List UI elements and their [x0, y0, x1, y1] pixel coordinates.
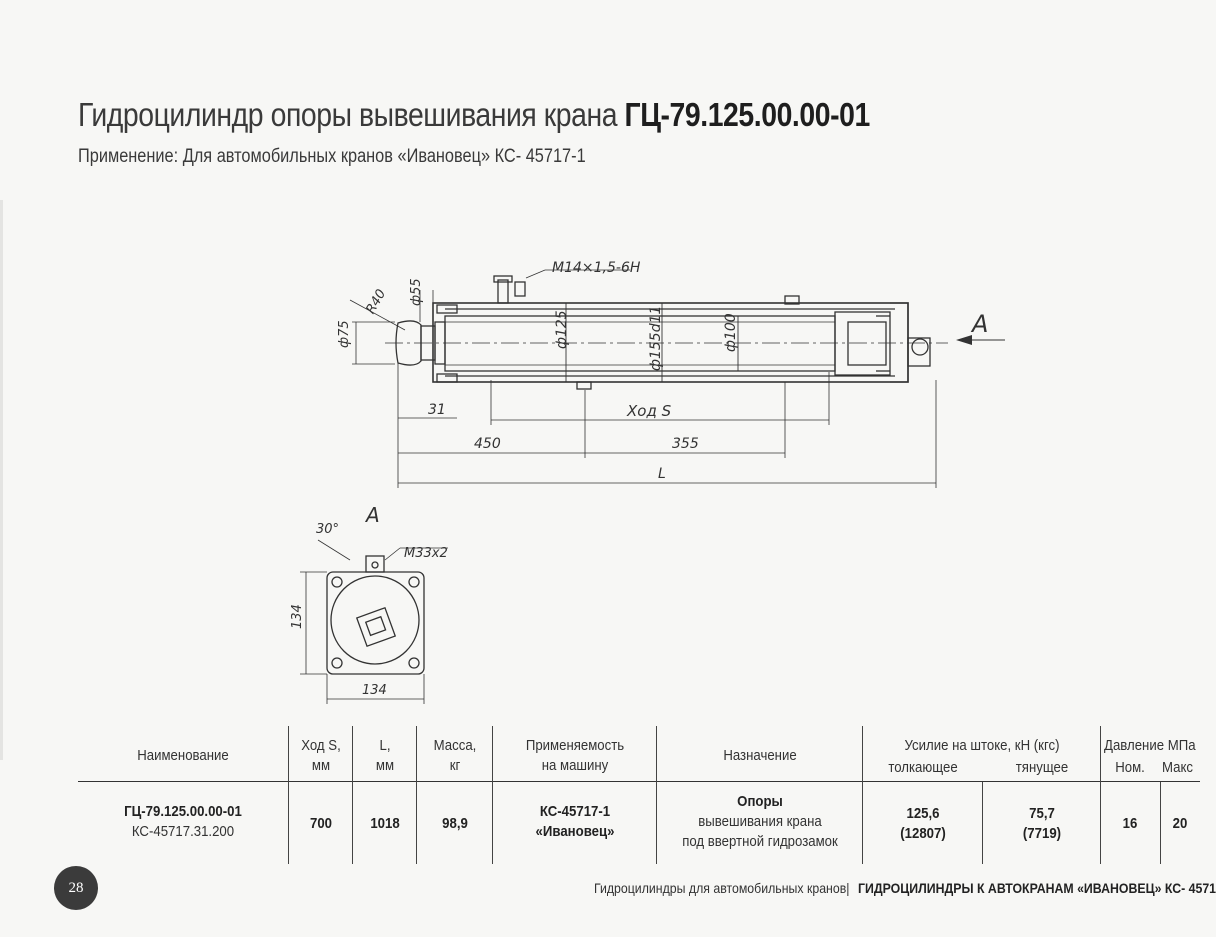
header-machine: Применяемость на машину	[525, 737, 625, 774]
diameter-155-label: ф155d11	[648, 306, 664, 371]
cell-mass: 98,9	[442, 815, 468, 832]
dim-450: 450	[474, 436, 501, 452]
col-divider	[416, 726, 417, 864]
length-label: L	[658, 466, 666, 482]
header-pull: тянущее	[1015, 759, 1069, 776]
page-subtitle: Применение: Для автомобильных кранов «Ив…	[78, 146, 586, 167]
cell-name: ГЦ-79.125.00.00-01 КС-45717.31.200	[124, 803, 242, 840]
cell-length: 1018	[370, 815, 400, 832]
title-code: ГЦ-79.125.00.00-01	[624, 96, 871, 133]
dim-31: 31	[428, 402, 446, 418]
header-force: Усилие на штоке, кН (кгс)	[904, 737, 1060, 754]
header-stroke: Ход S, мм	[301, 737, 341, 774]
col-divider	[1160, 782, 1161, 864]
page-edge-shadow	[0, 200, 3, 760]
header-mass: Масса, кг	[433, 737, 477, 774]
cell-stroke: 700	[309, 815, 333, 832]
diameter-100-label: ф100	[723, 313, 739, 352]
dim-355: 355	[672, 436, 699, 452]
header-pressure-nom: Ном.	[1115, 759, 1145, 776]
col-divider	[352, 726, 353, 864]
view-title: A	[364, 503, 380, 527]
footer-chapter: ГИДРОЦИЛИНДРЫ К АВТОКРАНАМ «ИВАНОВЕЦ» КС…	[858, 880, 1216, 896]
col-divider	[288, 726, 289, 864]
header-pressure: Давление МПа	[1104, 737, 1196, 754]
header-name: Наименование	[137, 747, 229, 764]
header-push: толкающее	[888, 759, 958, 776]
cell-purpose: Опоры вывешивания крана под ввертной гид…	[682, 793, 838, 850]
col-divider	[656, 726, 657, 864]
stroke-label: Ход S	[626, 402, 672, 420]
col-divider	[1100, 726, 1101, 864]
thread-port-label: М14×1,5-6Н	[552, 260, 641, 276]
col-divider	[982, 782, 983, 864]
header-pressure-max: Макс	[1162, 759, 1194, 776]
col-divider	[862, 726, 863, 864]
flange-height-label: 134	[290, 604, 305, 629]
col-divider	[492, 726, 493, 864]
footer-section: Гидроцилиндры для автомобильных кранов|	[594, 880, 850, 896]
cell-pull-force: 75,7 (7719)	[1022, 805, 1062, 842]
cell-pressure-nom: 16	[1122, 815, 1138, 832]
diameter-55-label: ф55	[409, 278, 424, 306]
view-arrow-label: A	[970, 310, 988, 338]
page-title: Гидроцилиндр опоры вывешивания крана ГЦ-…	[78, 96, 870, 134]
technical-drawing: М14×1,5-6Н R40 ф55 ф75 ф125 ф155d11 ф100…	[290, 260, 1005, 704]
cell-push-force: 125,6 (12807)	[900, 805, 946, 842]
flange-width-label: 134	[362, 683, 387, 698]
thread-m33-label: М33х2	[404, 546, 448, 561]
cell-pressure-max: 20	[1172, 815, 1188, 832]
page-number: 28	[54, 866, 98, 910]
title-main: Гидроцилиндр опоры вывешивания крана	[78, 96, 618, 133]
header-length: L, мм	[375, 737, 395, 774]
diameter-125-label: ф125	[554, 310, 570, 349]
header-purpose: Назначение	[723, 747, 797, 764]
cell-machine: КС-45717-1 «Ивановец»	[535, 803, 615, 840]
table-header-rule	[78, 781, 1200, 782]
diameter-75-label: ф75	[337, 320, 352, 348]
radius-label: R40	[363, 287, 389, 317]
angle-label: 30°	[316, 522, 339, 537]
